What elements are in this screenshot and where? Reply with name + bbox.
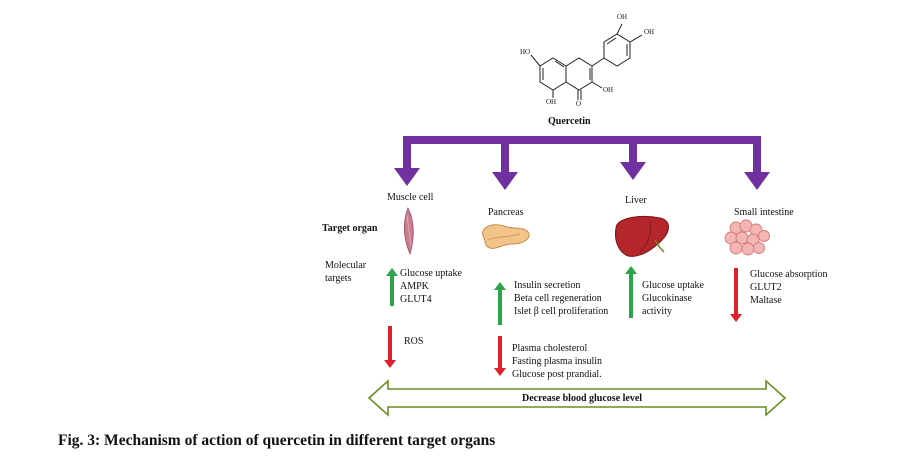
list-item: Glucose uptake (642, 280, 704, 291)
organ-name-muscle: Muscle cell (387, 192, 434, 203)
pancreas-decrease-list: Plasma cholesterol Fasting plasma insuli… (512, 342, 602, 381)
figure-caption: Fig. 3: Mechanism of action of quercetin… (58, 432, 496, 449)
list-item: Glucose post prandial. (512, 369, 602, 380)
pancreas-increase-list: Insulin secretion Beta cell regeneration… (514, 279, 608, 318)
small-intestine-icon (724, 219, 770, 256)
decrease-arrow-pancreas (494, 336, 506, 376)
decrease-arrow-muscle (384, 326, 396, 368)
organ-name-liver: Liver (625, 195, 647, 206)
list-item: Maltase (750, 295, 782, 306)
increase-arrow-muscle (386, 268, 398, 306)
list-item: Glucose absorption (750, 269, 828, 280)
muscle-increase-list: Glucose uptake AMPK GLUT4 (400, 267, 462, 306)
list-item: AMPK (400, 281, 429, 292)
list-item: Glucose uptake (400, 268, 462, 279)
liver-icon (615, 215, 669, 257)
list-item: Beta cell regeneration (514, 293, 602, 304)
list-item: Islet β cell proliferation (514, 306, 609, 317)
increase-arrow-liver (625, 266, 637, 318)
substituent-oh-top: OH (617, 13, 628, 21)
substituent-ho-left: HO (520, 48, 531, 56)
substituent-carbonyl-o: O (576, 100, 582, 108)
row-label-molecular-line1: Molecular (325, 260, 367, 271)
substituent-oh-right: OH (644, 28, 655, 36)
list-item: GLUT2 (750, 282, 782, 293)
substituent-oh-bottom: OH (546, 98, 557, 106)
decrease-arrows (384, 268, 742, 376)
molecule-name: Quercetin (548, 116, 591, 127)
increase-arrows (386, 266, 637, 325)
organ-name-small-intestine: Small intestine (734, 207, 794, 218)
muscle-decrease-list: ROS (404, 335, 423, 348)
list-item: GLUT4 (400, 294, 432, 305)
liver-increase-list: Glucose uptake Glucokinase activity (642, 279, 704, 318)
list-item: Insulin secretion (514, 280, 581, 291)
outcome-double-arrow (367, 379, 787, 417)
branch-arrows (394, 136, 770, 190)
intestine-decrease-list: Glucose absorption GLUT2 Maltase (750, 268, 828, 307)
list-item: Fasting plasma insulin (512, 356, 602, 367)
list-item: activity (642, 306, 672, 317)
substituent-oh-c3: OH (603, 86, 614, 94)
muscle-cell-icon (404, 206, 414, 256)
outcome-label: Decrease blood glucose level (522, 393, 643, 404)
increase-arrow-pancreas (494, 282, 506, 325)
list-item: ROS (404, 336, 424, 347)
row-label-target-organ: Target organ (322, 223, 378, 234)
decrease-arrow-intestine (730, 268, 742, 322)
row-label-molecular-line2: targets (325, 273, 352, 284)
pancreas-icon (482, 224, 530, 249)
list-item: Glucokinase (642, 293, 692, 304)
list-item: Plasma cholesterol (512, 343, 588, 354)
quercetin-structure (530, 23, 643, 100)
organ-name-pancreas: Pancreas (488, 207, 524, 218)
